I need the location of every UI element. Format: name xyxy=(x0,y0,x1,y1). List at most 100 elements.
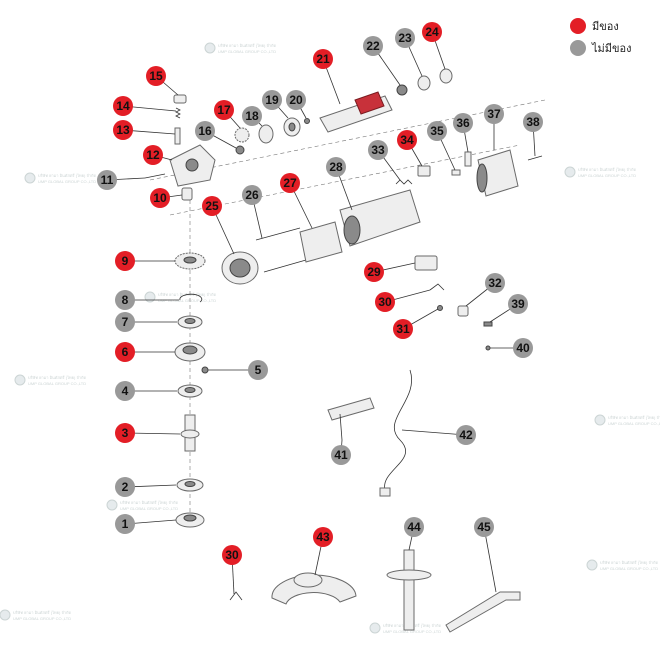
part-badge-14[interactable]: 14 xyxy=(113,96,133,116)
part-badge-28[interactable]: 28 xyxy=(326,157,346,177)
part-badge-8[interactable]: 8 xyxy=(115,290,135,310)
part-number-45: 45 xyxy=(477,520,491,534)
part-badge-circle-8 xyxy=(115,290,135,310)
part-badge-33[interactable]: 33 xyxy=(368,140,388,160)
part-number-31: 31 xyxy=(396,322,410,336)
part-number-20: 20 xyxy=(289,93,303,107)
part-41-drawing xyxy=(327,397,375,421)
part-badge-7[interactable]: 7 xyxy=(115,312,135,332)
part-badge-circle-41 xyxy=(331,445,351,465)
part-43-drawing xyxy=(271,574,357,605)
part-badge-12[interactable]: 12 xyxy=(143,145,163,165)
part-badge-1[interactable]: 1 xyxy=(115,514,135,534)
part-badge-circle-13 xyxy=(113,120,133,140)
part-24-drawing xyxy=(439,68,453,84)
part-badge-45[interactable]: 45 xyxy=(474,517,494,537)
svg-text:บริษัท ยามา อินดัสตรี (ไทย) จำ: บริษัท ยามา อินดัสตรี (ไทย) จำกัด xyxy=(578,167,636,172)
legend-out-of-stock-swatch xyxy=(570,40,586,56)
part-number-23: 23 xyxy=(398,31,412,45)
part-badge-42[interactable]: 42 xyxy=(456,425,476,445)
part-badge-21[interactable]: 21 xyxy=(313,49,333,69)
part-badge-circle-15 xyxy=(146,66,166,86)
part-number-24: 24 xyxy=(425,25,439,39)
part-44-drawing xyxy=(403,549,415,631)
part-badge-32[interactable]: 32 xyxy=(485,273,505,293)
part-badge-30[interactable]: 30 xyxy=(375,292,395,312)
part-badge-26[interactable]: 26 xyxy=(242,185,262,205)
part-badge-38[interactable]: 38 xyxy=(523,112,543,132)
svg-text:UMP GLOBAL GROUP CO.,LTD: UMP GLOBAL GROUP CO.,LTD xyxy=(38,179,96,184)
part-badge-16[interactable]: 16 xyxy=(195,121,215,141)
part-badge-6[interactable]: 6 xyxy=(115,342,135,362)
legend-in-stock-label: มีของ xyxy=(592,20,619,33)
svg-text:UMP GLOBAL GROUP CO.,LTD: UMP GLOBAL GROUP CO.,LTD xyxy=(600,566,658,571)
part-badge-circle-10 xyxy=(150,188,170,208)
part-27-drawing xyxy=(299,221,343,263)
svg-text:UMP GLOBAL GROUP CO.,LTD: UMP GLOBAL GROUP CO.,LTD xyxy=(158,298,216,303)
part-badge-30[interactable]: 30 xyxy=(222,545,242,565)
leader-line-part-42 xyxy=(401,429,467,436)
part-number-39: 39 xyxy=(511,297,525,311)
part-badge-11[interactable]: 11 xyxy=(97,170,117,190)
part-number-10: 10 xyxy=(153,191,167,205)
part-badge-34[interactable]: 34 xyxy=(397,130,417,150)
part-badge-41[interactable]: 41 xyxy=(331,445,351,465)
part-badge-15[interactable]: 15 xyxy=(146,66,166,86)
part-16-drawing xyxy=(235,145,245,155)
part-badge-43[interactable]: 43 xyxy=(313,527,333,547)
part-5-drawing xyxy=(201,366,209,374)
part-29-drawing xyxy=(414,255,438,271)
part-number-27: 27 xyxy=(283,176,297,190)
part-14-drawing xyxy=(175,107,181,119)
part-badge-3[interactable]: 3 xyxy=(115,423,135,443)
part-badge-5[interactable]: 5 xyxy=(248,360,268,380)
part-badge-circle-19 xyxy=(262,90,282,110)
part-badge-18[interactable]: 18 xyxy=(242,106,262,126)
part-26-drawing xyxy=(255,227,301,241)
part-badge-27[interactable]: 27 xyxy=(280,173,300,193)
part-badge-10[interactable]: 10 xyxy=(150,188,170,208)
part-badge-20[interactable]: 20 xyxy=(286,90,306,110)
part-badge-13[interactable]: 13 xyxy=(113,120,133,140)
part-badge-circle-34 xyxy=(397,130,417,150)
part-badge-circle-3 xyxy=(115,423,135,443)
part-badge-40[interactable]: 40 xyxy=(513,338,533,358)
part-badge-17[interactable]: 17 xyxy=(214,100,234,120)
part-badge-2[interactable]: 2 xyxy=(115,477,135,497)
part-badge-22[interactable]: 22 xyxy=(363,36,383,56)
part-33-drawing xyxy=(395,179,413,185)
part-badge-24[interactable]: 24 xyxy=(422,22,442,42)
part-badge-23[interactable]: 23 xyxy=(395,28,415,48)
part-35-drawing xyxy=(451,169,461,176)
part-badge-circle-21 xyxy=(313,49,333,69)
part-badge-29[interactable]: 29 xyxy=(364,262,384,282)
part-drawings xyxy=(144,68,543,633)
part-number-42: 42 xyxy=(459,428,473,442)
part-badge-44[interactable]: 44 xyxy=(404,517,424,537)
part-badge-31[interactable]: 31 xyxy=(393,319,413,339)
part-18-drawing xyxy=(258,124,274,144)
svg-text:บริษัท ยามา อินดัสตรี (ไทย) จำ: บริษัท ยามา อินดัสตรี (ไทย) จำกัด xyxy=(120,500,178,505)
svg-text:UMP GLOBAL GROUP CO.,LTD: UMP GLOBAL GROUP CO.,LTD xyxy=(383,629,441,634)
part-number-38: 38 xyxy=(526,115,540,129)
part-number-18: 18 xyxy=(245,109,259,123)
part-badge-37[interactable]: 37 xyxy=(484,104,504,124)
part-badge-36[interactable]: 36 xyxy=(453,113,473,133)
part-badge-9[interactable]: 9 xyxy=(115,251,135,271)
part-badge-25[interactable]: 25 xyxy=(202,196,222,216)
part-number-28: 28 xyxy=(329,160,343,174)
part-badge-circle-9 xyxy=(115,251,135,271)
part-badge-4[interactable]: 4 xyxy=(115,381,135,401)
part-badge-circle-42 xyxy=(456,425,476,445)
part-36-drawing xyxy=(464,151,472,167)
part-badge-circle-30 xyxy=(222,545,242,565)
part-badge-39[interactable]: 39 xyxy=(508,294,528,314)
part-39-drawing xyxy=(483,321,493,327)
part-number-33: 33 xyxy=(371,143,385,157)
part-15-drawing xyxy=(173,94,187,104)
part-number-19: 19 xyxy=(265,93,279,107)
part-badge-19[interactable]: 19 xyxy=(262,90,282,110)
part-badge-35[interactable]: 35 xyxy=(427,121,447,141)
part-badge-circle-45 xyxy=(474,517,494,537)
